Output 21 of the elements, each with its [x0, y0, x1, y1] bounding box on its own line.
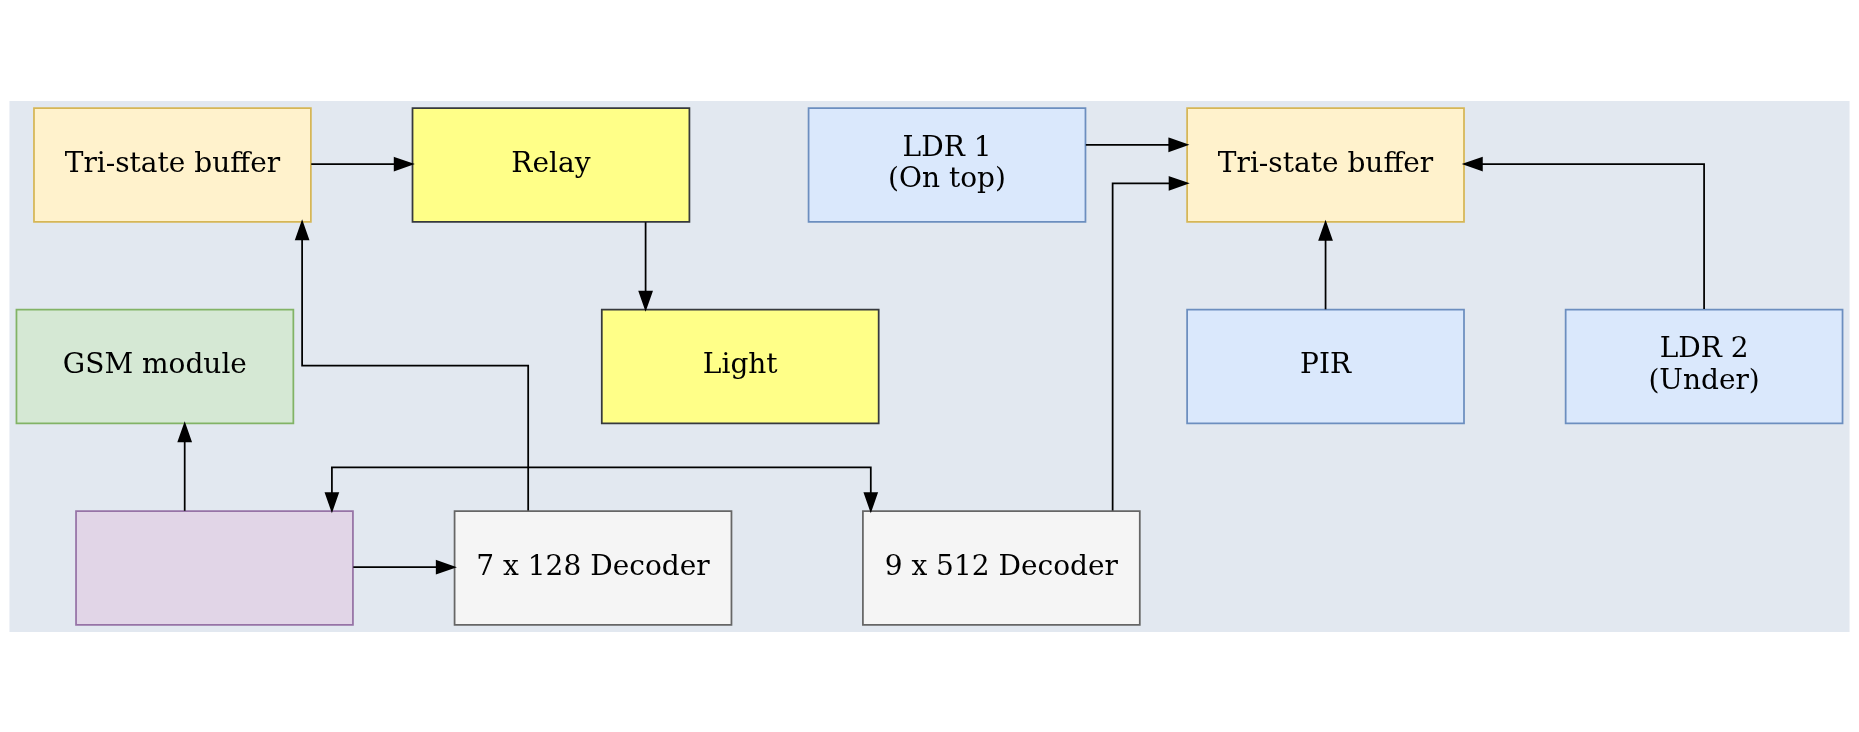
arrow	[638, 220, 653, 312]
node-box: PIR	[1186, 308, 1465, 424]
node-box: LDR 2 (Under)	[1564, 308, 1844, 424]
node-box	[75, 509, 354, 626]
node-box: Light	[600, 308, 880, 424]
node-box: Tri-state buffer	[33, 106, 312, 223]
node-box: GSM module	[15, 308, 295, 424]
node-box: 9 x 512 Decoder	[862, 509, 1141, 626]
arrow	[294, 218, 530, 511]
node-box: LDR 1 (On top)	[807, 106, 1087, 223]
arrow	[1318, 219, 1333, 310]
node-box: 7 x 128 Decoder	[453, 509, 733, 626]
arrow	[1461, 156, 1705, 310]
arrow	[1111, 175, 1190, 511]
arrow	[310, 156, 415, 171]
arrow	[177, 420, 193, 512]
node-box: Relay	[411, 106, 691, 223]
node-box: Tri-state buffer	[1186, 106, 1465, 223]
arrow	[324, 465, 879, 513]
arrow	[352, 559, 457, 575]
arrow	[1084, 136, 1190, 152]
